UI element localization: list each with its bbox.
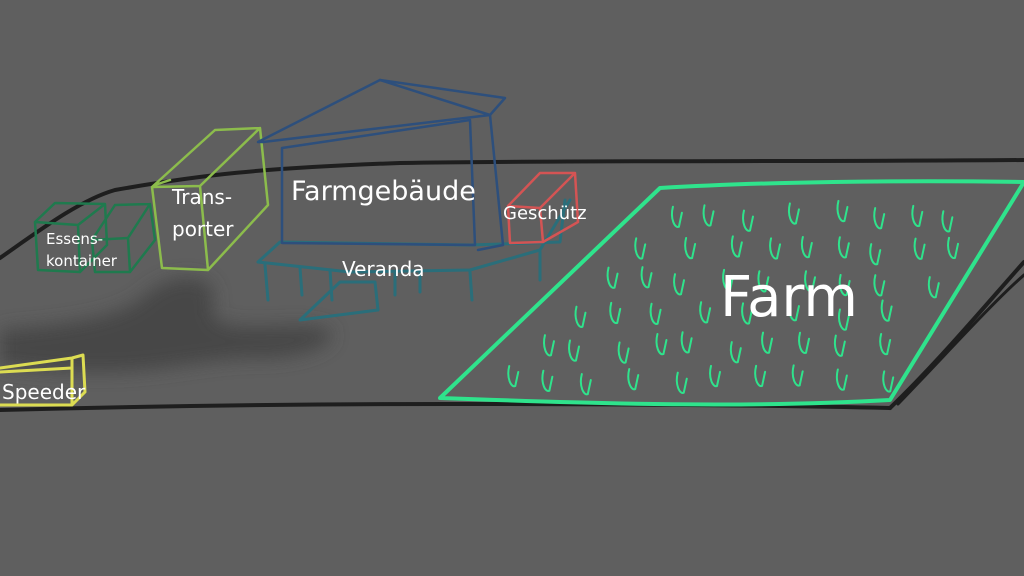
grass-stroke — [634, 237, 647, 260]
grass-stroke — [541, 369, 554, 392]
geschuetz-box — [506, 171, 580, 245]
grass-stroke — [579, 373, 592, 396]
grass-stroke — [702, 204, 715, 227]
grass-stroke — [627, 368, 640, 391]
grass-stroke — [673, 273, 686, 296]
grass-stroke — [754, 364, 767, 388]
grass-stroke — [833, 334, 846, 357]
essenskontainer-boxes — [33, 201, 157, 274]
grass-stroke — [574, 305, 587, 328]
label-farm: Farm — [720, 265, 858, 330]
grass-stroke — [730, 235, 743, 258]
grass-stroke — [838, 273, 851, 297]
grass-stroke — [769, 237, 782, 260]
grass-stroke — [722, 268, 735, 292]
grass-stroke — [617, 341, 630, 364]
farmgebaeude-building — [256, 78, 507, 252]
grass-stroke — [680, 331, 693, 354]
grass-stroke — [543, 334, 555, 357]
grass-stroke — [649, 302, 662, 325]
smoke-trail — [0, 277, 332, 372]
grass-stroke — [873, 274, 886, 297]
grass-stroke — [742, 209, 754, 232]
label-essenskontainer-line2: kontainer — [46, 252, 118, 270]
grass-stroke — [911, 204, 924, 228]
grass-stroke — [699, 301, 712, 324]
grass-stroke — [655, 333, 668, 356]
grass-stroke — [729, 341, 742, 364]
grass-stroke — [941, 210, 954, 233]
grass-stroke — [684, 237, 697, 260]
label-essenskontainer-line1: Essens- — [46, 230, 103, 248]
grass-stroke — [507, 365, 520, 388]
road — [0, 158, 1024, 412]
grass-stroke — [873, 207, 886, 230]
grass-stroke — [913, 237, 926, 260]
grass-stroke — [788, 299, 800, 322]
label-transporter-line1: Trans- — [171, 185, 232, 209]
grass-stroke — [606, 266, 619, 289]
grass-stroke — [609, 301, 622, 325]
grass-stroke — [947, 236, 960, 260]
grass-stroke — [788, 202, 800, 225]
grass-stroke — [640, 266, 653, 289]
label-veranda: Veranda — [342, 257, 425, 281]
grass-stroke — [791, 364, 804, 387]
grass-stroke — [757, 270, 770, 293]
grass-stroke — [568, 339, 580, 362]
label-farmgebaeude: Farmgebäude — [291, 176, 476, 207]
farm-field — [438, 179, 1024, 407]
grass-stroke — [798, 331, 811, 354]
grass-stroke — [835, 368, 848, 391]
grass-stroke — [879, 332, 892, 356]
grass-stroke — [837, 236, 850, 259]
grass-stroke — [804, 270, 817, 293]
grass-stroke — [709, 364, 722, 388]
grass-stroke — [869, 243, 882, 266]
label-geschuetz: Geschütz — [503, 203, 587, 224]
transporter-box — [150, 126, 270, 272]
grass-stroke — [671, 205, 683, 228]
grass-stroke — [761, 331, 774, 354]
label-transporter-line2: porter — [172, 217, 234, 241]
label-speeder: Speeder — [2, 380, 86, 404]
grass-stroke — [882, 370, 895, 393]
grass-stroke — [836, 199, 849, 223]
grass-stroke — [800, 235, 813, 259]
grass-stroke — [838, 308, 850, 331]
grass-stroke — [675, 371, 688, 394]
grass-stroke — [927, 276, 940, 299]
grass-stroke — [880, 299, 893, 322]
grass-stroke — [741, 302, 754, 325]
speeder-box — [0, 353, 87, 407]
